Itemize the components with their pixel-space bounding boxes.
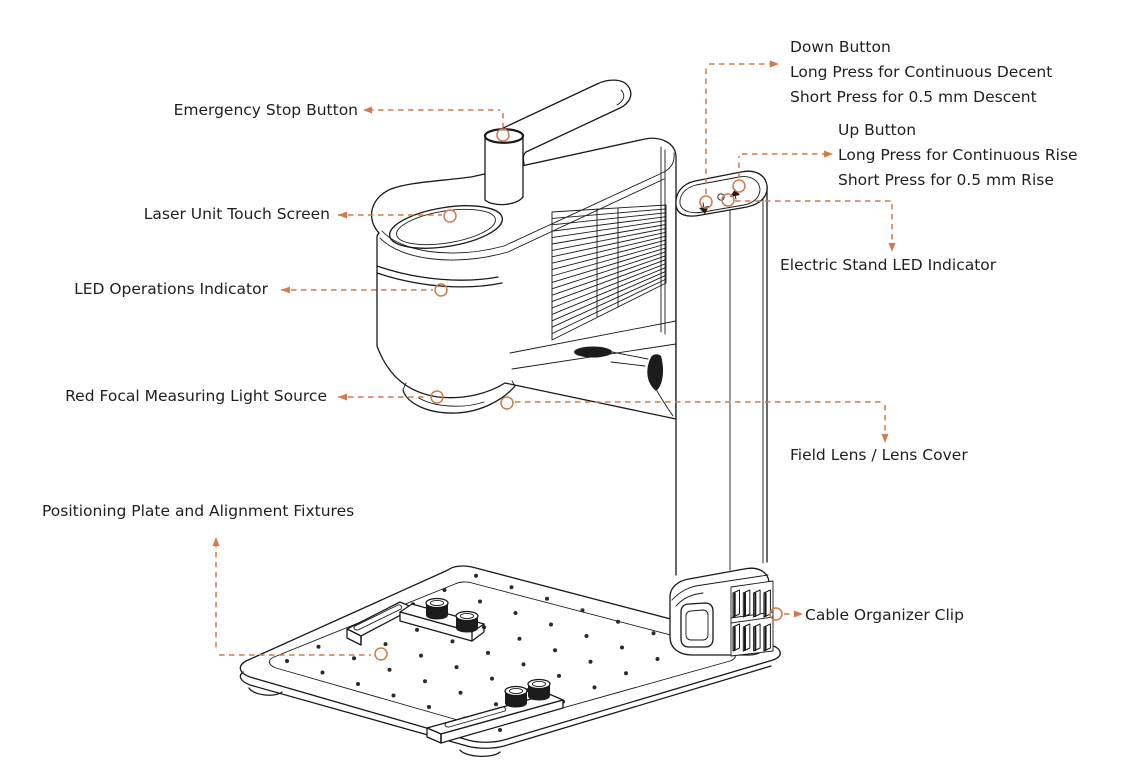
base-handle-inner: [685, 609, 709, 641]
label-up-button-title: Up Button: [838, 121, 917, 139]
label-up-button-short-press: Short Press for 0.5 mm Rise: [838, 171, 1054, 189]
leader-red-focal: [338, 390, 444, 404]
label-down-button-long-press: Long Press for Continuous Decent: [790, 63, 1053, 81]
base-plate: [239, 565, 781, 757]
leader-field-lens: [500, 396, 889, 443]
alignment-fixture-upper: [346, 597, 485, 646]
label-electric-stand-led: Electric Stand LED Indicator: [780, 256, 997, 274]
plate-foot-bottom: [459, 749, 501, 757]
label-up-button-block: Up Button Long Press for Continuous Rise…: [838, 118, 1078, 193]
stand-base: [669, 567, 774, 657]
stand-column: [675, 170, 768, 576]
lens-cover: [402, 380, 516, 414]
head-right-contour: [660, 146, 666, 335]
stand-led-indicator: [717, 193, 725, 201]
plate-thickness-edge: [239, 665, 772, 749]
base-top-edge: [671, 574, 769, 601]
head-rim-line: [381, 152, 675, 254]
leader-positioning-plate: [212, 537, 388, 661]
label-emergency-stop-button: Emergency Stop Button: [173, 101, 358, 119]
leader-led-operations: [281, 283, 448, 297]
leader-lines: [212, 60, 896, 661]
head-silhouette: [370, 137, 677, 420]
cable-organizer-clips: [730, 580, 774, 657]
label-positioning-plate: Positioning Plate and Alignment Fixtures: [42, 502, 355, 520]
alignment-fixture-lower: [426, 678, 564, 744]
leader-electric-stand-led: [721, 193, 896, 252]
emergency-stop-cylinder: [484, 136, 524, 206]
laser-head: [370, 79, 677, 420]
vent-grid: [551, 204, 667, 341]
head-rim-line2: [379, 178, 665, 261]
label-up-button-long-press: Long Press for Continuous Rise: [838, 146, 1078, 164]
label-down-button-short-press: Short Press for 0.5 mm Descent: [790, 88, 1037, 106]
bracket-hook: [647, 354, 664, 391]
bracket-links: [610, 351, 674, 417]
plate-foot-left: [248, 687, 283, 696]
label-led-operations-indicator: LED Operations Indicator: [74, 280, 268, 298]
bracket-nut: [574, 346, 612, 358]
clip-ribs: [732, 589, 771, 652]
led-band: [376, 265, 499, 281]
column-cap-inner: [679, 176, 761, 214]
leader-touch-screen: [338, 209, 457, 223]
vent-grid-lines: [551, 208, 667, 335]
label-down-button-block: Down Button Long Press for Continuous De…: [790, 35, 1052, 110]
label-laser-unit-touch-screen: Laser Unit Touch Screen: [143, 205, 330, 223]
label-red-focal-light-source: Red Focal Measuring Light Source: [65, 387, 327, 405]
leader-emergency-stop: [363, 106, 510, 142]
touch-screen: [388, 205, 504, 249]
label-down-button-title: Down Button: [790, 38, 891, 56]
handle-end-cap: [616, 89, 625, 106]
leader-cable-clip: [769, 607, 803, 621]
label-cable-organizer-clip: Cable Organizer Clip: [805, 606, 964, 624]
base-handle-cutout: [680, 602, 714, 648]
led-band2: [376, 272, 503, 288]
label-field-lens: Field Lens / Lens Cover: [790, 446, 968, 464]
leader-down-button: [699, 60, 779, 209]
leader-up-button: [732, 150, 833, 193]
